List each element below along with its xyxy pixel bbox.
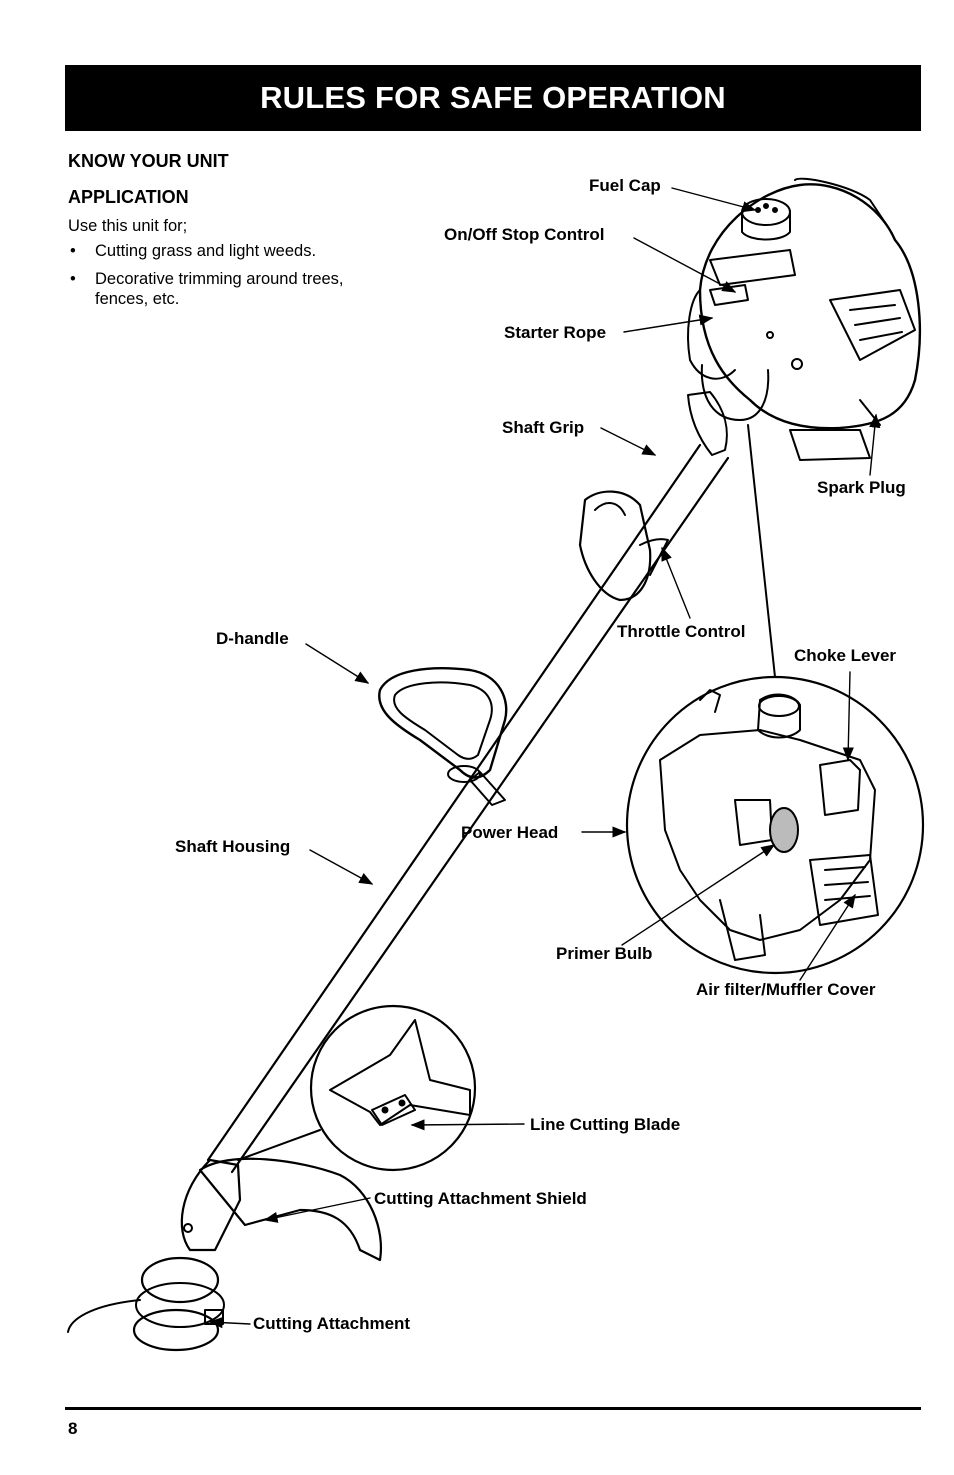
throttle-handle <box>578 490 669 602</box>
label-fuel-cap: Fuel Cap <box>589 176 661 195</box>
shaft-grip-shape <box>687 391 728 456</box>
label-shaft-grip: Shaft Grip <box>502 418 585 437</box>
blade-inset <box>237 1004 477 1172</box>
application-list: Cutting grass and light weeds. Decorativ… <box>68 241 398 317</box>
page-number: 8 <box>68 1419 78 1438</box>
page-title-banner: RULES FOR SAFE OPERATION <box>65 65 921 131</box>
label-primer-bulb: Primer Bulb <box>556 944 653 963</box>
label-line-cutting-blade: Line Cutting Blade <box>530 1115 681 1134</box>
list-item: Decorative trimming around trees, fences… <box>68 269 398 309</box>
label-shaft-housing: Shaft Housing <box>175 837 291 856</box>
label-d-handle: D-handle <box>216 629 289 648</box>
label-air-filter-muffler-cover: Air filter/Muffler Cover <box>696 980 876 999</box>
section-heading: KNOW YOUR UNIT <box>68 151 229 171</box>
label-starter-rope: Starter Rope <box>504 323 607 342</box>
engine <box>687 177 922 461</box>
shaft <box>206 443 730 1174</box>
label-cutting-attachment-shield: Cutting Attachment Shield <box>374 1189 587 1208</box>
powerhead-inset <box>625 424 925 975</box>
subsection-heading: APPLICATION <box>68 187 189 207</box>
list-item: Cutting grass and light weeds. <box>68 241 398 261</box>
callout-arrows <box>208 187 881 1329</box>
label-on-off-stop-control: On/Off Stop Control <box>444 225 605 244</box>
footer-divider <box>65 1407 921 1410</box>
label-spark-plug: Spark Plug <box>817 478 906 497</box>
d-handle-shape <box>378 667 508 806</box>
intro-text: Use this unit for; <box>68 217 188 235</box>
label-choke-lever: Choke Lever <box>794 646 897 665</box>
label-power-head: Power Head <box>461 823 559 842</box>
label-cutting-attachment: Cutting Attachment <box>253 1314 411 1333</box>
page-title: RULES FOR SAFE OPERATION <box>260 80 726 115</box>
label-throttle-control: Throttle Control <box>617 622 746 641</box>
